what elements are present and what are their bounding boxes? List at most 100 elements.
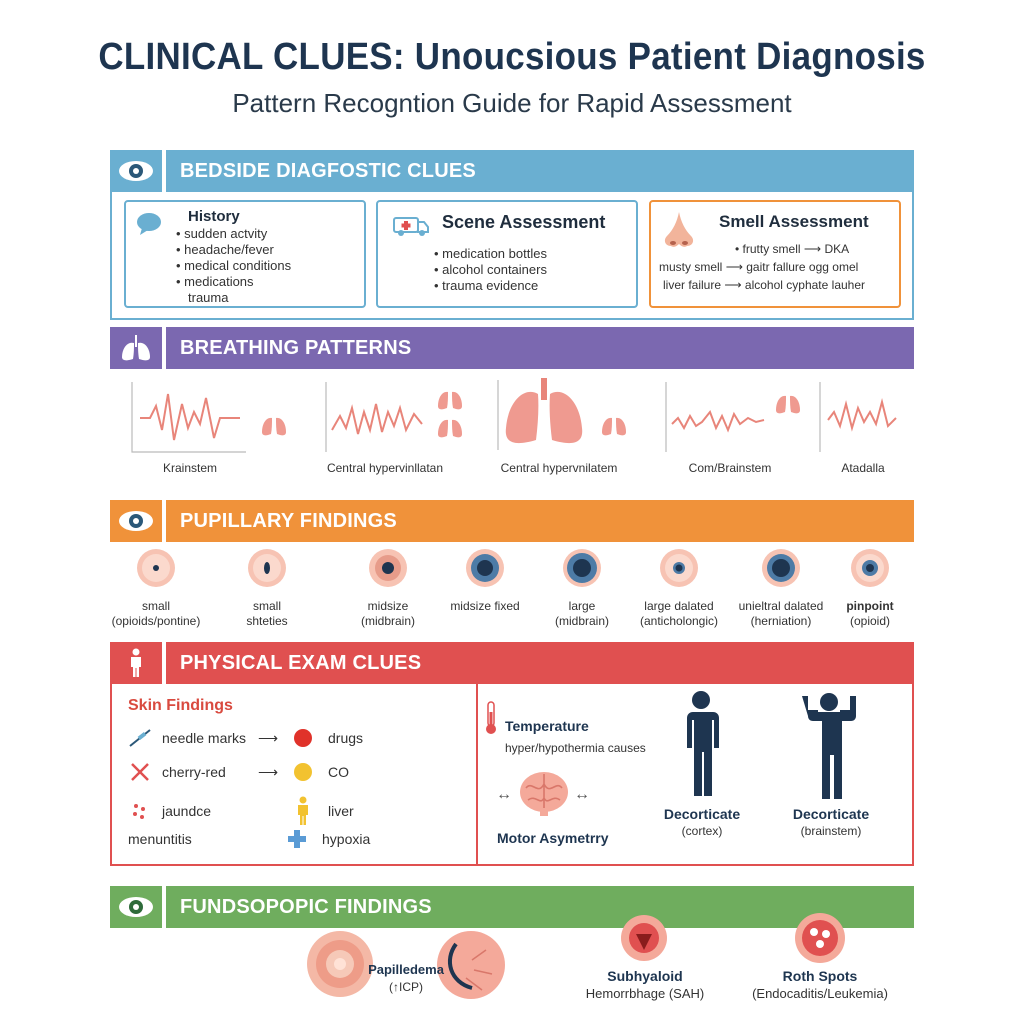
eye-icon (110, 500, 166, 542)
scene-card: Scene Assessment medication bottles alco… (376, 200, 638, 308)
history-list: sudden actvity headache/fever medical co… (176, 226, 291, 290)
pupils-header-label: PUPILLARY FINDINGS (180, 509, 397, 532)
pupil-label: large dalated (644, 599, 714, 613)
pupil-item: unieltral dalated (herniation) (721, 548, 841, 629)
temperature-title: Temperature (505, 718, 589, 734)
page-title: CLINICAL CLUES: Unoucsious Patient Diagn… (98, 36, 926, 78)
dots-icon (133, 804, 145, 819)
smell-row: musty smell ⟶ gaitr fallure ogg omel (659, 260, 858, 274)
pupil-sublabel: (midbrain) (554, 614, 609, 628)
breathing-label: Krainstem (162, 461, 218, 475)
posture1-sub: (cortex) (681, 824, 723, 838)
fundus-header-label: FUNDSOPOPIC FINDINGS (180, 895, 432, 918)
pupil-icon (248, 549, 286, 587)
scene-item: alcohol containers (434, 262, 547, 278)
red-dot-icon (294, 729, 312, 747)
lungs-icon (776, 395, 800, 414)
smell-row: • frutty smell ⟶ DKA (735, 242, 849, 256)
pupil-sublabel: (opioids/pontine) (111, 614, 201, 628)
pupil-label: pinpoint (846, 599, 894, 613)
pupil-icon (137, 549, 175, 587)
history-item: sudden actvity (176, 226, 291, 242)
lungs-icon (497, 378, 583, 450)
breathing-label: Central hypervinllatan (326, 461, 444, 475)
yellow-dot-icon (294, 763, 312, 781)
arrow-left-icon: ↔ (496, 786, 512, 803)
smell-card: Smell Assessment • frutty smell ⟶ DKA mu… (649, 200, 901, 308)
breathing-label: Central hypervnilatem (500, 461, 618, 475)
pupil-sublabel: (anticholongic) (639, 614, 719, 628)
nose-icon (659, 208, 703, 257)
person-yellow-icon (298, 796, 308, 825)
smell-cause: gaitr fallure ogg omel (746, 260, 859, 274)
physical-header-bar: PHYSICAL EXAM CLUES (110, 642, 914, 684)
pupil-label: midsize fixed (450, 599, 520, 613)
medical-cross-icon (288, 830, 306, 848)
person-icon (110, 642, 166, 684)
scene-list: medication bottles alcohol containers tr… (434, 246, 547, 294)
pupil-item: large (midbrain) (522, 548, 642, 629)
skin-row: needle marks ⟶ drugs (128, 728, 363, 748)
pupil-label: large (568, 599, 596, 613)
pupil-item: midsize (midbrain) (328, 548, 448, 629)
syringe-icon (129, 729, 151, 747)
breathing-waveform (325, 382, 423, 452)
physical-divider (476, 684, 478, 864)
arrow-icon: ⟶ (724, 278, 742, 292)
smell-cause: alcohol cyphate lauher (744, 278, 866, 292)
scene-title: Scene Assessment (442, 212, 606, 232)
history-item: medications (176, 274, 291, 290)
scene-item: trauma evidence (434, 278, 547, 294)
skin-row: menuntitis hypoxia (128, 830, 370, 848)
ambulance-icon (392, 212, 430, 243)
history-title: History (188, 208, 240, 225)
breathing-header-label: BREATHING PATTERNS (180, 336, 412, 359)
lungs-icon (262, 417, 286, 436)
pupil-icon (762, 549, 800, 587)
pupil-icon (851, 549, 889, 587)
bedside-header-label: BEDSIDE DIAGFOSTIC CLUES (180, 159, 476, 182)
roth-spots-icon (795, 913, 845, 963)
fundus-sublabel: (↑ICP) (389, 980, 423, 994)
posture2-sub: (brainstem) (800, 824, 862, 838)
smell-cause: DKA (824, 242, 850, 256)
lungs-icon (110, 327, 166, 369)
fundus-label: Roth Spots (782, 968, 858, 984)
pupil-item: small shteties (207, 548, 327, 629)
pupil-label: midsize (367, 599, 409, 613)
pupil-item: small (opioids/pontine) (96, 548, 216, 629)
decorticate-figure-icon (687, 691, 719, 796)
physical-header-label: PHYSICAL EXAM CLUES (180, 651, 422, 674)
fundus-label: Subhyaloid (607, 968, 683, 984)
history-extra: trauma (188, 290, 229, 305)
decerebrate-figure-icon (802, 693, 856, 799)
lungs-icon (602, 417, 626, 436)
skin-findings-title: Skin Findings (128, 697, 233, 714)
pupil-sublabel: (midbrain) (360, 614, 415, 628)
pupil-label: unieltral dalated (738, 599, 824, 613)
skin-row: jaundce liver (128, 796, 354, 826)
skin-cause: drugs (328, 730, 364, 746)
pupil-icon (466, 549, 504, 587)
papilledema-fundus-icon (307, 931, 373, 997)
breathing-waveform (131, 382, 246, 453)
history-card: History sudden actvity headache/fever me… (124, 200, 366, 308)
lungs-icon (438, 419, 462, 438)
skin-finding: jaundce (162, 803, 212, 819)
pupil-sublabel: shteties (246, 614, 288, 628)
pupil-item: pinpoint (opioid) (810, 548, 930, 629)
subhyaloid-hemorrhage-icon (621, 915, 667, 961)
arrow-icon: ⟶ (803, 242, 822, 256)
scene-item: medication bottles (434, 246, 547, 262)
history-item: medical conditions (176, 258, 291, 274)
skin-cause: liver (328, 803, 354, 819)
pupil-label: small (252, 599, 281, 613)
thermometer-icon (486, 701, 496, 734)
pupil-item: midsize fixed (425, 548, 545, 614)
eye-icon (110, 886, 166, 928)
pupil-icon (563, 549, 601, 587)
fundus-header-bar: FUNDSOPOPIC FINDINGS (110, 886, 914, 928)
arrow-icon: ⟶ (258, 729, 279, 746)
page-subtitle: Pattern Recogntion Guide for Rapid Asses… (232, 88, 792, 118)
arrow-right-icon: ↔ (574, 786, 590, 803)
